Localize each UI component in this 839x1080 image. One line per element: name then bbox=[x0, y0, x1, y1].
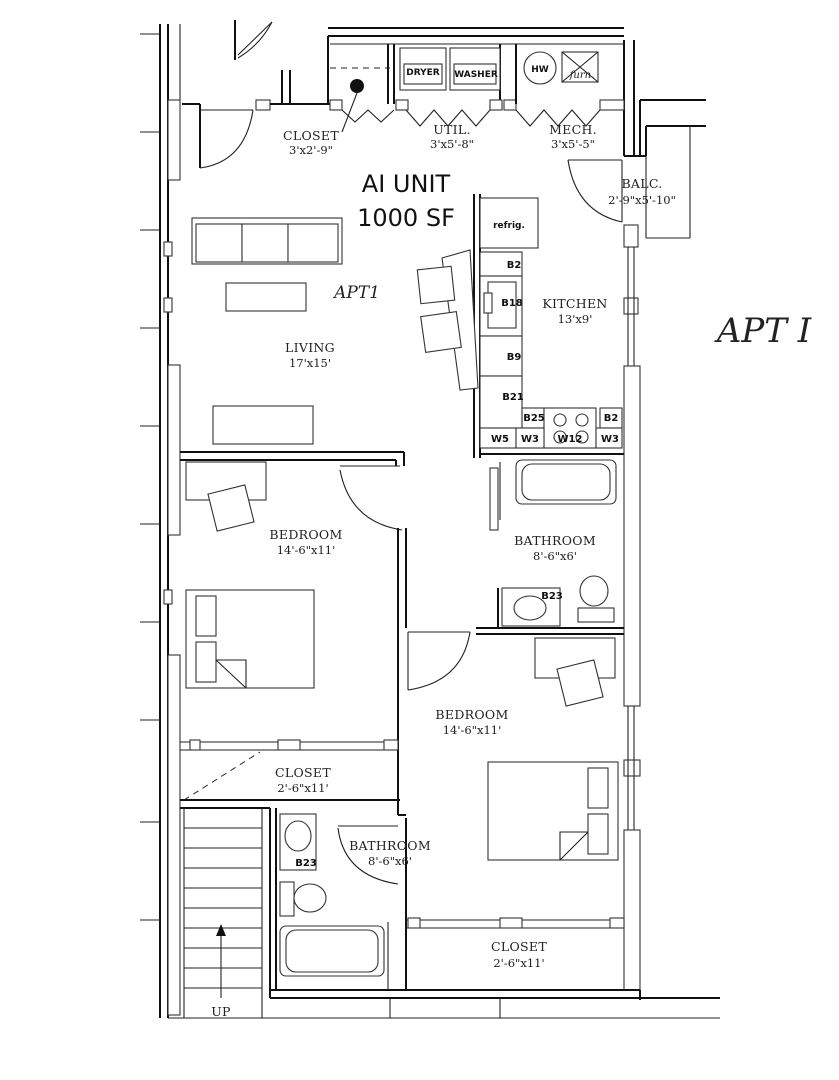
hw-label: HW bbox=[531, 65, 549, 75]
tv-console bbox=[212, 405, 314, 445]
arrow-up-icon bbox=[216, 924, 226, 936]
kitchen-name: KITCHEN bbox=[542, 296, 607, 311]
cab-b23-bath2: B23 bbox=[295, 858, 317, 869]
living-dims: 17'x15' bbox=[289, 356, 331, 370]
bathroom-1-name: BATHROOM bbox=[514, 533, 596, 548]
bedroom-2-dims: 14'-6"x11' bbox=[443, 723, 502, 737]
cab-b9: B9 bbox=[507, 352, 522, 363]
living-name: LIVING bbox=[285, 340, 335, 355]
top-utility-area: DRYER WASHER HW furn. bbox=[182, 20, 625, 169]
chair-2 bbox=[556, 659, 604, 707]
closet-rod-icon bbox=[350, 79, 364, 93]
bedroom-1 bbox=[180, 451, 407, 815]
balc-name: BALC. bbox=[621, 176, 662, 191]
bathroom-1: B23 bbox=[407, 459, 624, 691]
cab-b23-bath1: B23 bbox=[541, 591, 563, 602]
balcony bbox=[567, 99, 706, 239]
washer-label: WASHER bbox=[454, 70, 498, 80]
cab-w3-b: W3 bbox=[601, 434, 619, 445]
dryer-label: DRYER bbox=[406, 68, 440, 78]
handwritten-apt-inside: APT1 bbox=[332, 283, 380, 303]
mech-name: MECH. bbox=[549, 122, 597, 137]
bathroom-2-name: BATHROOM bbox=[349, 838, 431, 853]
bedroom-2 bbox=[405, 637, 625, 990]
util-name: UTIL. bbox=[433, 122, 471, 137]
cab-b2: B2 bbox=[507, 260, 522, 271]
toilet-2 bbox=[293, 883, 327, 913]
toilet-1 bbox=[579, 575, 609, 607]
toilet-2-tank bbox=[279, 881, 295, 917]
cab-b25: B25 bbox=[523, 413, 545, 424]
refrigerator-label: refrig. bbox=[493, 221, 525, 231]
refrigerator bbox=[479, 197, 539, 249]
closet-1-dims: 2'-6"x11' bbox=[277, 781, 328, 795]
cab-w3-a: W3 bbox=[521, 434, 539, 445]
closet-entry-dims: 3'x2'-9" bbox=[289, 143, 333, 157]
furnace-label: furn. bbox=[569, 70, 595, 81]
stool-2 bbox=[420, 311, 462, 353]
room-labels: AI UNIT 1000 SF APT1 APT I CLOSET 3'x2'-… bbox=[269, 122, 811, 970]
interior-walls bbox=[276, 814, 406, 991]
util-dims: 3'x5'-8" bbox=[430, 137, 474, 151]
unit-title: AI UNIT bbox=[362, 170, 451, 198]
bathroom-2-dims: 8'-6"x6' bbox=[368, 854, 412, 868]
living-room bbox=[191, 217, 343, 445]
bathroom-1-dims: 8'-6"x6' bbox=[533, 549, 577, 563]
cab-w12: W12 bbox=[558, 434, 583, 445]
cab-b21: B21 bbox=[502, 392, 524, 403]
balc-dims: 2'-9"x5'-10" bbox=[608, 193, 676, 207]
kitchen: refrig. B2 B18 B9 B21 B25 B2 W5 W3 W12 W… bbox=[416, 194, 624, 458]
coffee-table bbox=[225, 282, 307, 312]
bedroom-1-name: BEDROOM bbox=[269, 527, 342, 542]
exterior-walls bbox=[140, 24, 720, 1019]
bedroom-1-dims: 14'-6"x11' bbox=[277, 543, 336, 557]
bathroom-2: B23 bbox=[269, 808, 399, 998]
stairway: UP bbox=[183, 808, 263, 1019]
kitchen-dims: 13'x9' bbox=[558, 312, 593, 326]
chair-1 bbox=[207, 484, 255, 532]
handwritten-apt-margin: APT I bbox=[714, 311, 812, 351]
water-heater bbox=[523, 51, 557, 85]
mech-dims: 3'x5'-5" bbox=[551, 137, 595, 151]
cab-b18: B18 bbox=[501, 298, 523, 309]
stool-1 bbox=[416, 265, 456, 305]
cab-w5: W5 bbox=[491, 434, 509, 445]
closet-1-name: CLOSET bbox=[275, 765, 331, 780]
bedroom-2-name: BEDROOM bbox=[435, 707, 508, 722]
closet-entry-name: CLOSET bbox=[283, 128, 339, 143]
closet-2-name: CLOSET bbox=[491, 939, 547, 954]
cab-b2-side: B2 bbox=[604, 413, 619, 424]
unit-area: 1000 SF bbox=[357, 204, 455, 232]
stair-label: UP bbox=[211, 1004, 231, 1019]
closet-2-dims: 2'-6"x11' bbox=[493, 956, 544, 970]
